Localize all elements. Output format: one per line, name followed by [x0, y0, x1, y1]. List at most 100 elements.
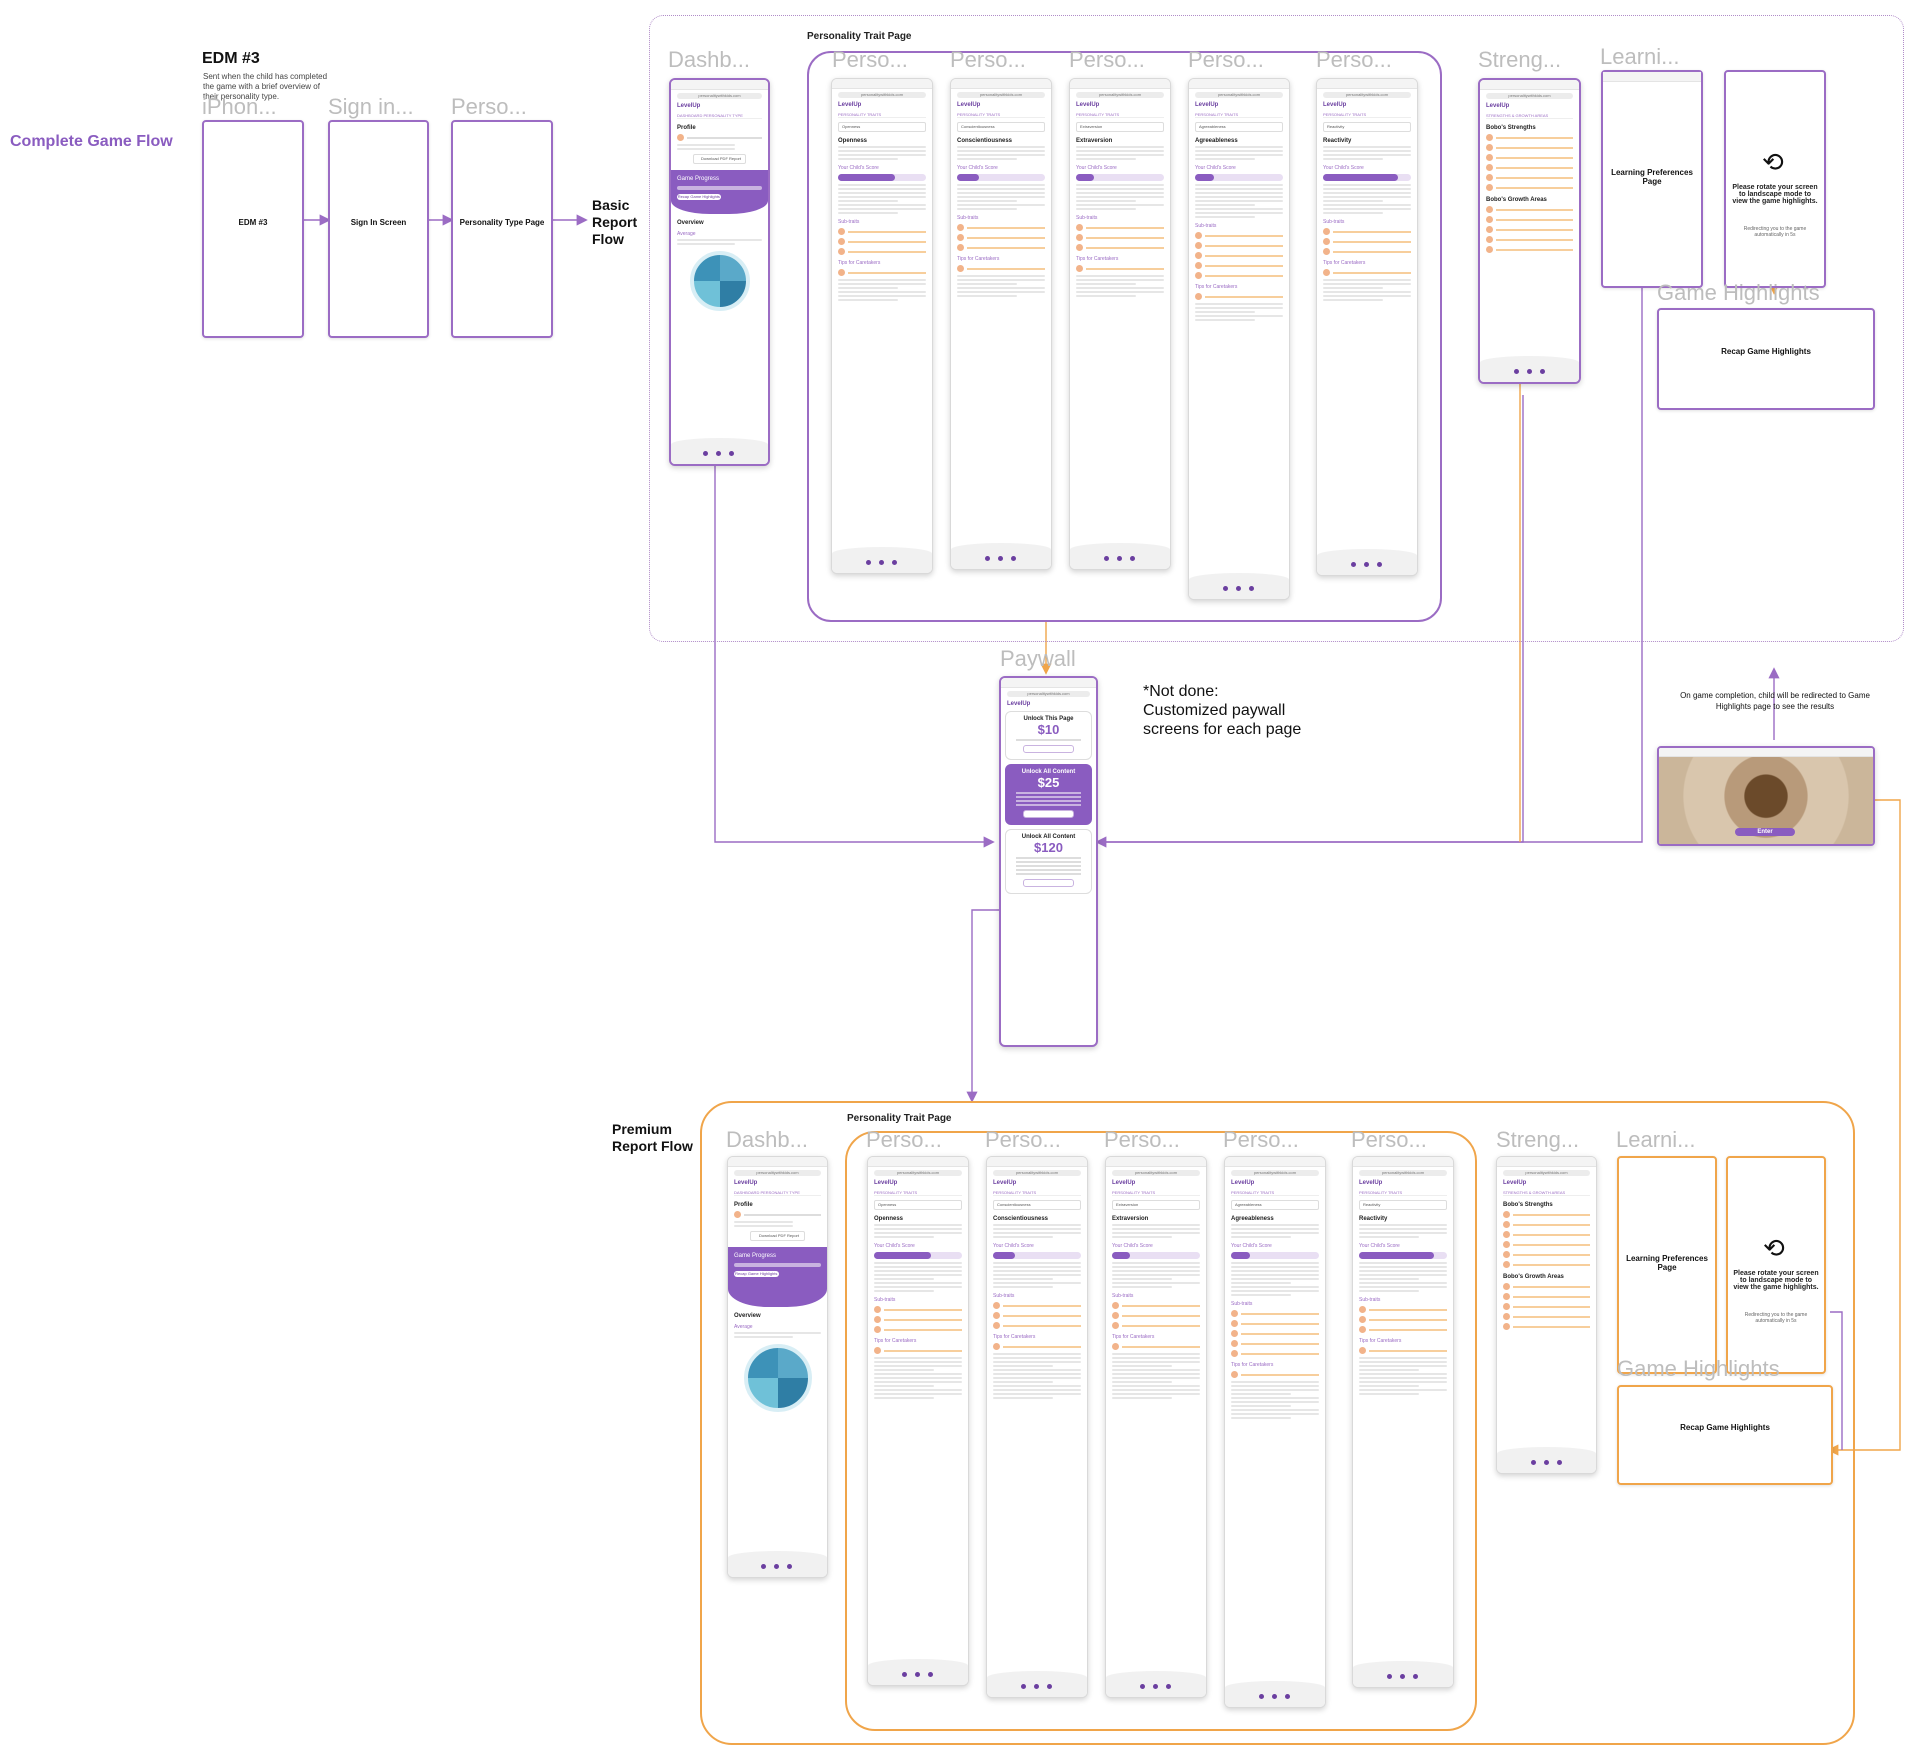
trait-select[interactable]: Openness — [838, 122, 926, 132]
strengths-title-premium: Streng... — [1496, 1127, 1580, 1152]
paywall-card-premium[interactable]: Unlock All Content $120 — [1005, 829, 1092, 894]
trait-page-label-premium: Personality Trait Page — [847, 1113, 952, 1124]
url-bar: personalitywithkids.com — [1359, 1170, 1447, 1176]
trait-select[interactable]: Conscientiousness — [957, 122, 1045, 132]
trait-heading: Reactivity — [1359, 1216, 1388, 1222]
download-pdf-button[interactable]: Download PDF Report — [692, 154, 747, 164]
tips-heading: Tips for Caretakers — [838, 260, 881, 266]
paywall-card-page[interactable]: Unlock This Page $10 — [1005, 711, 1092, 760]
persona-title-5: Perso... — [1316, 47, 1392, 72]
trait-tabs[interactable]: PERSONALITY TRAITS — [838, 112, 926, 118]
profile-heading: Profile — [734, 1202, 753, 1208]
tips-heading: Tips for Caretakers — [1112, 1334, 1155, 1340]
strengths-heading: Bobo's Strengths — [1486, 125, 1536, 131]
recap-game-highlights-frame-basic[interactable]: Recap Game Highlights — [1657, 308, 1875, 410]
dashboard-tabs[interactable]: DASHBOARD PERSONALITY TYPE — [677, 113, 762, 119]
recap-game-highlights-frame-premium[interactable]: Recap Game Highlights — [1617, 1385, 1833, 1485]
dashboard-phone-basic[interactable]: personalitywithkids.com LevelUp DASHBOAR… — [669, 78, 770, 466]
trait-tabs[interactable]: PERSONALITY TRAITS — [1359, 1190, 1447, 1196]
strengths-phone-premium[interactable]: personalitywithkids.com LevelUp STRENGTH… — [1496, 1156, 1597, 1474]
trait-select[interactable]: Agreeableness — [1231, 1200, 1319, 1210]
strengths-tab[interactable]: STRENGTHS & GROWTH AREAS — [1486, 113, 1573, 119]
overview-heading: Overview — [677, 220, 704, 226]
premium-trait-phone-agreeableness[interactable]: personalitywithkids.com LevelUp PERSONAL… — [1224, 1156, 1326, 1708]
learning-frame-premium[interactable]: Learning Preferences Page — [1617, 1156, 1717, 1374]
logo: LevelUp — [1076, 102, 1100, 108]
trait-tabs[interactable]: PERSONALITY TRAITS — [1323, 112, 1411, 118]
persona-title-4: Perso... — [1188, 47, 1264, 72]
persona-title-1: Perso... — [832, 47, 908, 72]
trait-select[interactable]: Extraversion — [1076, 122, 1164, 132]
persona-type-title: Perso... — [451, 94, 527, 119]
rotate-message: Please rotate your screen to landscape m… — [1733, 1270, 1819, 1291]
recap-frame-label: Recap Game Highlights — [1680, 1423, 1770, 1433]
url-bar: personalitywithkids.com — [1112, 1170, 1200, 1176]
game-landing-screen[interactable]: Enter — [1657, 746, 1875, 846]
premium-trait-phone-reactivity[interactable]: personalitywithkids.com LevelUp PERSONAL… — [1352, 1156, 1454, 1688]
personality-type-frame[interactable]: Personality Type Page — [451, 120, 553, 338]
trait-heading: Reactivity — [1323, 138, 1352, 144]
trait-phone-openness[interactable]: personalitywithkids.com LevelUp PERSONAL… — [831, 78, 933, 574]
trait-select[interactable]: Openness — [874, 1200, 962, 1210]
personality-wheel — [689, 251, 750, 311]
download-pdf-button[interactable]: Download PDF Report — [750, 1231, 805, 1241]
tips-heading: Tips for Caretakers — [993, 1334, 1036, 1340]
learning-frame-basic[interactable]: Learning Preferences Page — [1601, 70, 1703, 288]
score-slider — [1231, 1252, 1319, 1259]
dashboard-title-premium: Dashb... — [726, 1127, 808, 1152]
trait-phone-conscientiousness[interactable]: personalitywithkids.com LevelUp PERSONAL… — [950, 78, 1052, 570]
score-slider — [993, 1252, 1081, 1259]
trait-tabs[interactable]: PERSONALITY TRAITS — [1076, 112, 1164, 118]
trait-tabs[interactable]: PERSONALITY TRAITS — [957, 112, 1045, 118]
enter-button[interactable]: Enter — [1735, 828, 1795, 836]
game-highlights-title-premium: Game Highlights — [1617, 1356, 1780, 1381]
logo: LevelUp — [1007, 701, 1031, 707]
trait-select[interactable]: Agreeableness — [1195, 122, 1283, 132]
recap-button[interactable]: Recap Game Highlights — [677, 194, 721, 200]
recap-button[interactable]: Recap Game Highlights — [734, 1271, 779, 1277]
strengths-phone-basic[interactable]: personalitywithkids.com LevelUp STRENGTH… — [1478, 78, 1581, 384]
dashboard-phone-premium[interactable]: personalitywithkids.com LevelUp DASHBOAR… — [727, 1156, 828, 1578]
score-slider — [874, 1252, 962, 1259]
trait-tabs[interactable]: PERSONALITY TRAITS — [993, 1190, 1081, 1196]
rotate-screen-frame-basic[interactable]: ⟲ Please rotate your screen to landscape… — [1724, 70, 1826, 288]
card1-title: Unlock This Page — [1023, 716, 1074, 722]
trait-phone-agreeableness[interactable]: personalitywithkids.com LevelUp PERSONAL… — [1188, 78, 1290, 600]
dashboard-tabs[interactable]: DASHBOARD PERSONALITY TYPE — [734, 1190, 821, 1196]
url-bar: personalitywithkids.com — [1231, 1170, 1319, 1176]
signin-frame[interactable]: Sign In Screen — [328, 120, 429, 338]
trait-tabs[interactable]: PERSONALITY TRAITS — [1195, 112, 1283, 118]
trait-heading: Agreeableness — [1231, 1216, 1274, 1222]
paywall-card-all[interactable]: Unlock All Content $25 — [1005, 764, 1092, 825]
logo: LevelUp — [1323, 102, 1347, 108]
trait-select[interactable]: Reactivity — [1359, 1200, 1447, 1210]
persona-title-p5: Perso... — [1351, 1127, 1427, 1152]
premium-trait-phone-extraversion[interactable]: personalitywithkids.com LevelUp PERSONAL… — [1105, 1156, 1207, 1698]
score-heading: Your Child's Score — [1323, 165, 1364, 171]
trait-tabs[interactable]: PERSONALITY TRAITS — [1112, 1190, 1200, 1196]
tips-heading: Tips for Caretakers — [1323, 260, 1366, 266]
trait-tabs[interactable]: PERSONALITY TRAITS — [874, 1190, 962, 1196]
trait-phone-extraversion[interactable]: personalitywithkids.com LevelUp PERSONAL… — [1069, 78, 1171, 570]
trait-tabs[interactable]: PERSONALITY TRAITS — [1231, 1190, 1319, 1196]
logo: LevelUp — [1359, 1180, 1383, 1186]
trait-select[interactable]: Conscientiousness — [993, 1200, 1081, 1210]
edm-description: Sent when the child has completed the ga… — [203, 72, 328, 101]
score-heading: Your Child's Score — [1112, 1243, 1153, 1249]
premium-trait-phone-openness[interactable]: personalitywithkids.com LevelUp PERSONAL… — [867, 1156, 969, 1686]
strengths-tab[interactable]: STRENGTHS & GROWTH AREAS — [1503, 1190, 1590, 1196]
paywall-phone[interactable]: personalitywithkids.com LevelUp Unlock T… — [999, 676, 1098, 1047]
strengths-title-basic: Streng... — [1478, 47, 1562, 72]
personality-wheel — [743, 1344, 812, 1412]
trait-select[interactable]: Extraversion — [1112, 1200, 1200, 1210]
trait-phone-reactivity[interactable]: personalitywithkids.com LevelUp PERSONAL… — [1316, 78, 1418, 576]
logo: LevelUp — [874, 1180, 898, 1186]
rotate-sub: Redirecting you to the game automaticall… — [1743, 226, 1807, 238]
logo: LevelUp — [1486, 103, 1510, 109]
trait-select[interactable]: Reactivity — [1323, 122, 1411, 132]
premium-trait-phone-conscientiousness[interactable]: personalitywithkids.com LevelUp PERSONAL… — [986, 1156, 1088, 1698]
url-bar: personalitywithkids.com — [1323, 92, 1411, 98]
persona-title-p1: Perso... — [866, 1127, 942, 1152]
edm-frame[interactable]: EDM #3 — [202, 120, 304, 338]
rotate-screen-frame-premium[interactable]: ⟲ Please rotate your screen to landscape… — [1726, 1156, 1826, 1374]
